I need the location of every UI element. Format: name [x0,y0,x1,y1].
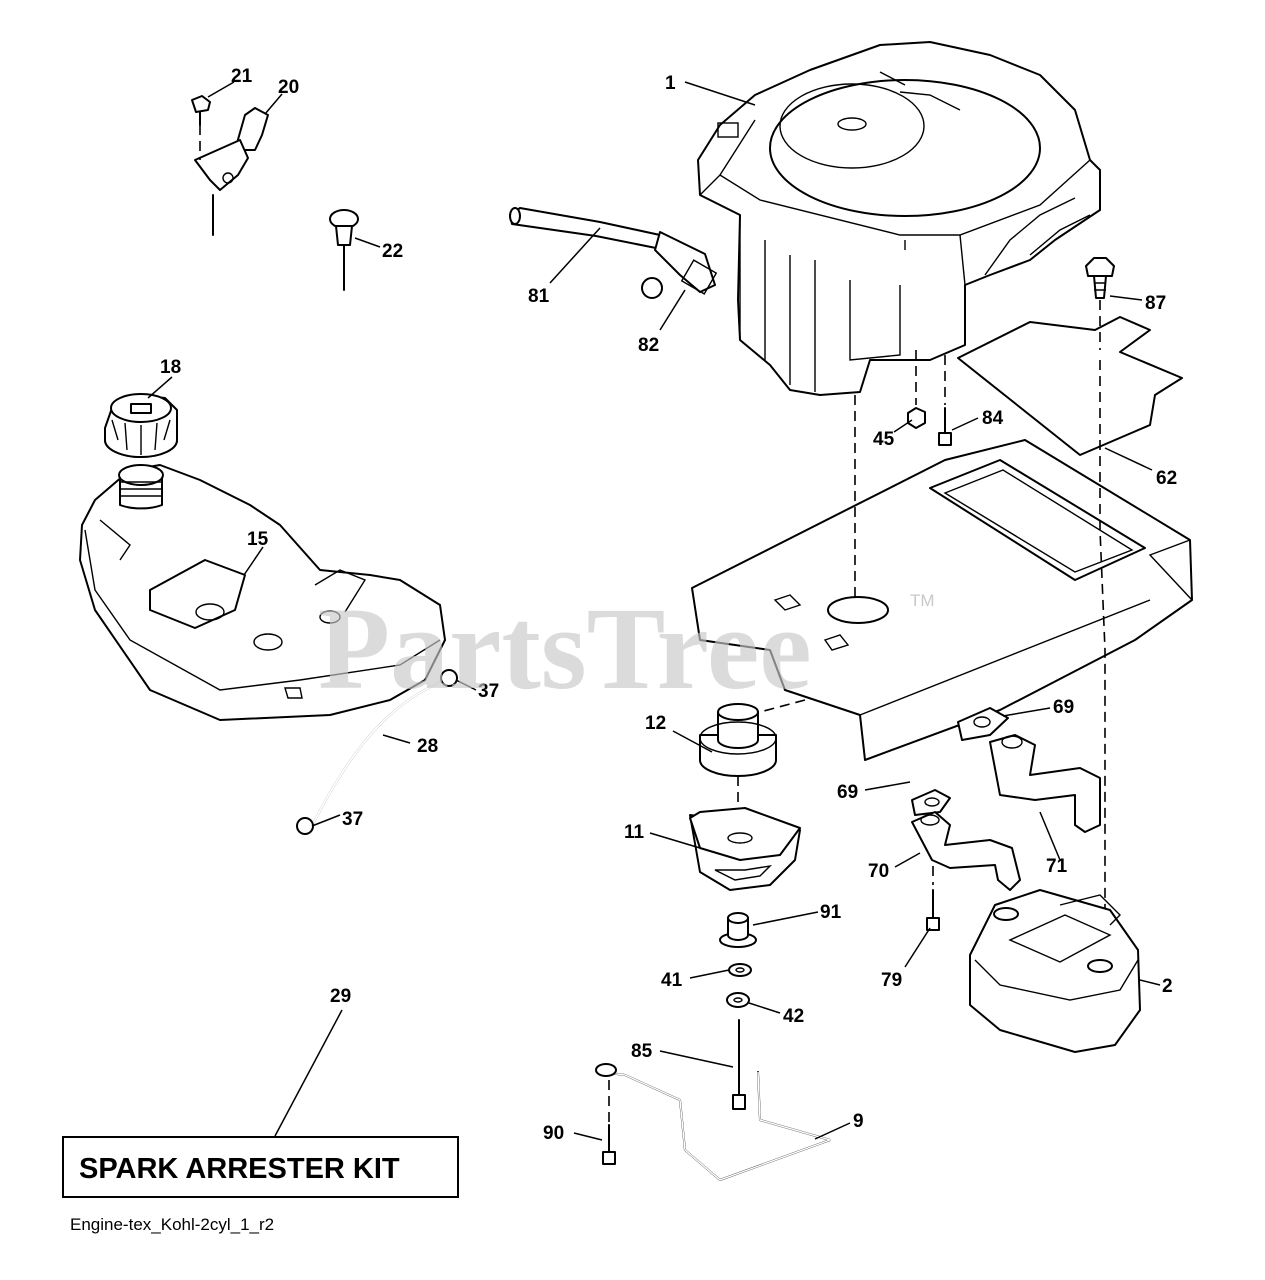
callout-71: 71 [1046,856,1068,877]
leader-lines [147,81,1161,1141]
callout-37-upper: 37 [478,681,499,702]
fuel-hose-81[interactable] [509,207,661,249]
spark-arrester-kit-box[interactable]: SPARK ARRESTER KIT [62,1136,459,1198]
bushing-91[interactable] [719,912,757,948]
hose-clamp-37-lower[interactable] [296,817,314,835]
heat-shield-62[interactable] [957,316,1183,456]
callout-84: 84 [982,408,1004,429]
gasket-69-left[interactable] [911,789,951,816]
callout-42: 42 [783,1006,804,1027]
callout-41: 41 [661,970,683,991]
throttle-control-20[interactable] [194,107,269,236]
callout-18: 18 [160,357,181,378]
gasket-69-right[interactable] [957,707,1009,741]
callout-12: 12 [645,713,666,734]
fuel-tank-15[interactable] [79,464,446,721]
callout-70: 70 [868,861,889,882]
spark-arrester-kit-label: SPARK ARRESTER KIT [79,1153,400,1185]
callout-69-left: 69 [837,782,858,803]
callout-37-lower: 37 [342,809,363,830]
callout-79: 79 [881,970,902,991]
callout-28: 28 [417,736,438,757]
electric-clutch-11[interactable] [689,807,801,891]
callout-11: 11 [624,822,645,843]
gas-cap-18[interactable] [104,393,178,458]
callout-numbers: 1 81 82 87 84 45 62 21 20 22 18 15 37 28… [160,66,1177,1144]
exhaust-pipe-71[interactable] [989,734,1101,833]
exhaust-pipe-70[interactable] [911,811,1021,891]
bolt-21[interactable] [191,95,211,160]
knob-22[interactable] [329,209,359,291]
bolt-85[interactable] [732,1019,746,1110]
nut-45[interactable] [907,407,926,429]
diagram-code: Engine-tex_Kohl-2cyl_1_r2 [70,1215,274,1234]
bracket-9[interactable] [595,1063,833,1181]
fuel-line-28[interactable] [309,679,446,831]
callout-69-right: 69 [1053,697,1074,718]
callout-2: 2 [1162,976,1173,997]
callout-90: 90 [543,1123,564,1144]
mower-frame [691,439,1193,761]
engine-part-1[interactable] [697,41,1101,396]
callout-62: 62 [1156,468,1177,489]
fitting-82[interactable] [641,231,718,299]
callout-9: 9 [853,1111,864,1132]
callout-15: 15 [247,529,269,550]
callout-45: 45 [873,429,895,450]
nut-87[interactable] [1085,257,1115,350]
callout-91: 91 [820,902,842,923]
callout-81: 81 [528,286,550,307]
washer-42[interactable] [726,992,750,1008]
callout-85: 85 [631,1041,653,1062]
callout-22: 22 [382,241,403,262]
callout-29: 29 [330,986,351,1007]
callout-82: 82 [638,335,659,356]
bolt-90[interactable] [602,1124,616,1165]
trademark-symbol: TM [910,591,935,610]
hose-clamp-37-upper[interactable] [440,669,458,687]
callout-20: 20 [278,77,299,98]
parts-tree-watermark: PartsTree [318,583,812,714]
callout-87: 87 [1145,293,1166,314]
callout-21: 21 [231,66,253,87]
pulley-12[interactable] [699,703,777,777]
bolt-84[interactable] [938,407,952,446]
muffler-2[interactable] [969,889,1141,1053]
callout-1: 1 [665,73,676,94]
bolt-79[interactable] [926,889,940,931]
washer-41[interactable] [728,963,752,977]
